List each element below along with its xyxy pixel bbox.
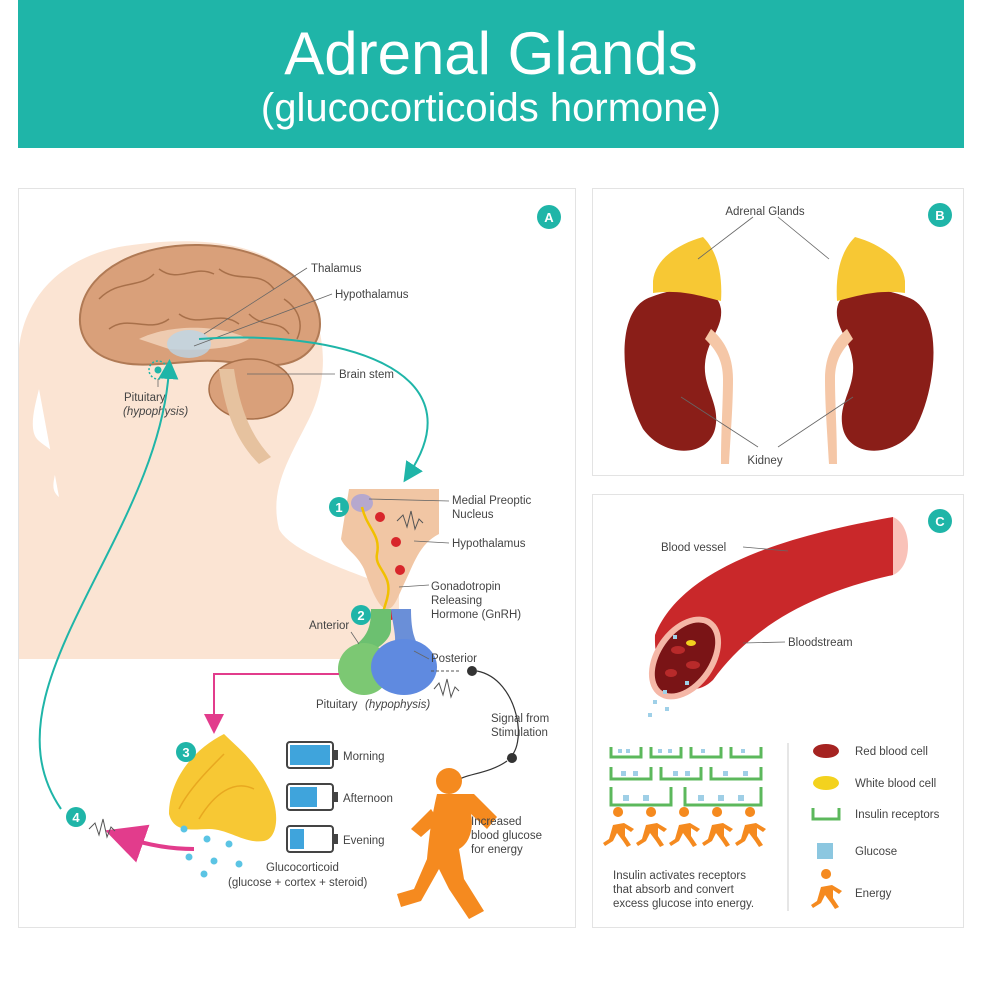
panel-b-kidneys: Adrenal Glands Kidney B	[592, 188, 964, 476]
posterior-pituitary	[371, 639, 437, 695]
battery-evening-label: Evening	[343, 835, 385, 847]
badge-c	[928, 509, 952, 533]
glucose-icon	[817, 843, 833, 859]
kidney-label: Kidney	[747, 455, 782, 467]
red-blood-cell-icon	[813, 744, 839, 758]
right-kidney-icon	[836, 288, 934, 451]
badge-a	[537, 205, 561, 229]
panel-c-blood-glucose: Blood vessel Bloodstream Insulin activat…	[592, 494, 964, 928]
brain-stem-label: Brain stem	[339, 369, 394, 381]
thalamus-label: Thalamus	[311, 263, 362, 275]
energy-label-3: for energy	[471, 844, 523, 856]
runner-icon	[811, 869, 842, 909]
right-adrenal-gland-icon	[836, 237, 905, 301]
badge-a-text: A	[544, 210, 554, 225]
gnrh-label-3: Hormone (GnRH)	[431, 609, 521, 621]
adrenal-output-arrow	[105, 824, 195, 863]
adrenal-glands-label: Adrenal Glands	[725, 206, 805, 218]
title-banner: Adrenal Glands (glucocorticoids hormone)	[18, 0, 964, 148]
caption-line-1: Insulin activates receptors	[613, 870, 746, 882]
panel-a-hormone-pathway: Thalamus Hypothalamus Brain stem Pituita…	[18, 188, 576, 928]
bloodstream-diagram: Blood vessel Bloodstream Insulin activat…	[603, 509, 952, 911]
step-2-text: 2	[357, 608, 364, 623]
feedback-arrow	[38, 359, 179, 810]
energy-label-2: blood glucose	[471, 830, 542, 842]
page-title: Adrenal Glands	[284, 20, 698, 87]
runner-row	[603, 807, 766, 847]
thalamus-region	[167, 330, 211, 358]
battery-evening-icon	[286, 825, 338, 853]
signal-label-1: Signal from	[491, 713, 549, 725]
hypothalamus-label: Hypothalamus	[335, 289, 409, 301]
legend-white-blood-cell: White blood cell	[855, 778, 936, 790]
gnrh-label-1: Gonadotropin	[431, 581, 501, 593]
insulin-receptor-icon	[811, 808, 841, 821]
glucose-cubes	[618, 749, 748, 801]
preoptic-nucleus	[351, 494, 373, 512]
cerebellum	[208, 358, 294, 420]
caption-line-2: that absorb and convert	[613, 884, 735, 896]
bloodstream-label: Bloodstream	[788, 637, 853, 649]
battery-evening-fill	[290, 829, 304, 849]
step-2-badge	[351, 605, 371, 625]
legend-glucose: Glucose	[855, 846, 897, 858]
step-3-text: 3	[182, 745, 189, 760]
battery-morning-label: Morning	[343, 751, 385, 763]
glucocorticoid-label: Glucocorticoid	[266, 862, 339, 874]
pituitary-caption: Pituitary	[316, 699, 358, 711]
signal-label-2: Stimulation	[491, 727, 548, 739]
step-1-badge	[329, 497, 349, 517]
pituitary-to-adrenal-arrow	[204, 673, 339, 734]
hypophysis-label: (hypophysis)	[123, 406, 188, 418]
legend-insulin-receptors: Insulin receptors	[855, 809, 940, 821]
preoptic-label-2: Nucleus	[452, 509, 494, 521]
glucocorticoid-sublabel: (glucose + cortex + steroid)	[228, 877, 368, 889]
glucose-dots	[180, 825, 243, 878]
energy-label-1: Increased	[471, 816, 522, 828]
blood-vessel-label: Blood vessel	[661, 542, 726, 554]
runner-icon	[397, 768, 497, 919]
gnrh-label-2: Releasing	[431, 595, 482, 607]
step-4-text: 4	[72, 810, 80, 825]
page-subtitle: (glucocorticoids hormone)	[260, 86, 722, 130]
signal-arrow	[198, 336, 429, 483]
step-1-text: 1	[335, 500, 342, 515]
legend-red-blood-cell: Red blood cell	[855, 746, 928, 758]
anterior-label: Anterior	[309, 620, 349, 632]
battery-afternoon-label: Afternoon	[343, 793, 393, 805]
caption-line-3: excess glucose into energy.	[613, 898, 754, 910]
legend-energy: Energy	[855, 888, 892, 900]
insulin-receptor-grid	[609, 747, 763, 807]
brain-icon	[79, 243, 321, 367]
adrenal-gland-icon	[169, 734, 277, 842]
left-adrenal-gland-icon	[653, 237, 722, 301]
badge-c-text: C	[935, 514, 945, 529]
kidney-diagram: Adrenal Glands Kidney B	[624, 203, 952, 467]
badge-b	[928, 203, 952, 227]
pituitary-label: Pituitary	[124, 392, 166, 404]
battery-afternoon-icon	[286, 783, 338, 811]
battery-morning-fill	[290, 745, 330, 765]
battery-afternoon-fill	[290, 787, 317, 807]
preoptic-label-1: Medial Preoptic	[452, 495, 532, 507]
pituitary-caption-italic: (hypophysis)	[365, 699, 430, 711]
pathway-diagram: Thalamus Hypothalamus Brain stem Pituita…	[19, 205, 561, 919]
step-4-badge	[66, 807, 86, 827]
hypothalamus-detail-label: Hypothalamus	[452, 538, 526, 550]
left-kidney-icon	[624, 288, 722, 451]
battery-morning-icon	[286, 741, 338, 769]
step-3-badge	[176, 742, 196, 762]
badge-b-text: B	[935, 208, 944, 223]
posterior-label: Posterior	[431, 653, 477, 665]
white-blood-cell-icon	[813, 776, 839, 790]
